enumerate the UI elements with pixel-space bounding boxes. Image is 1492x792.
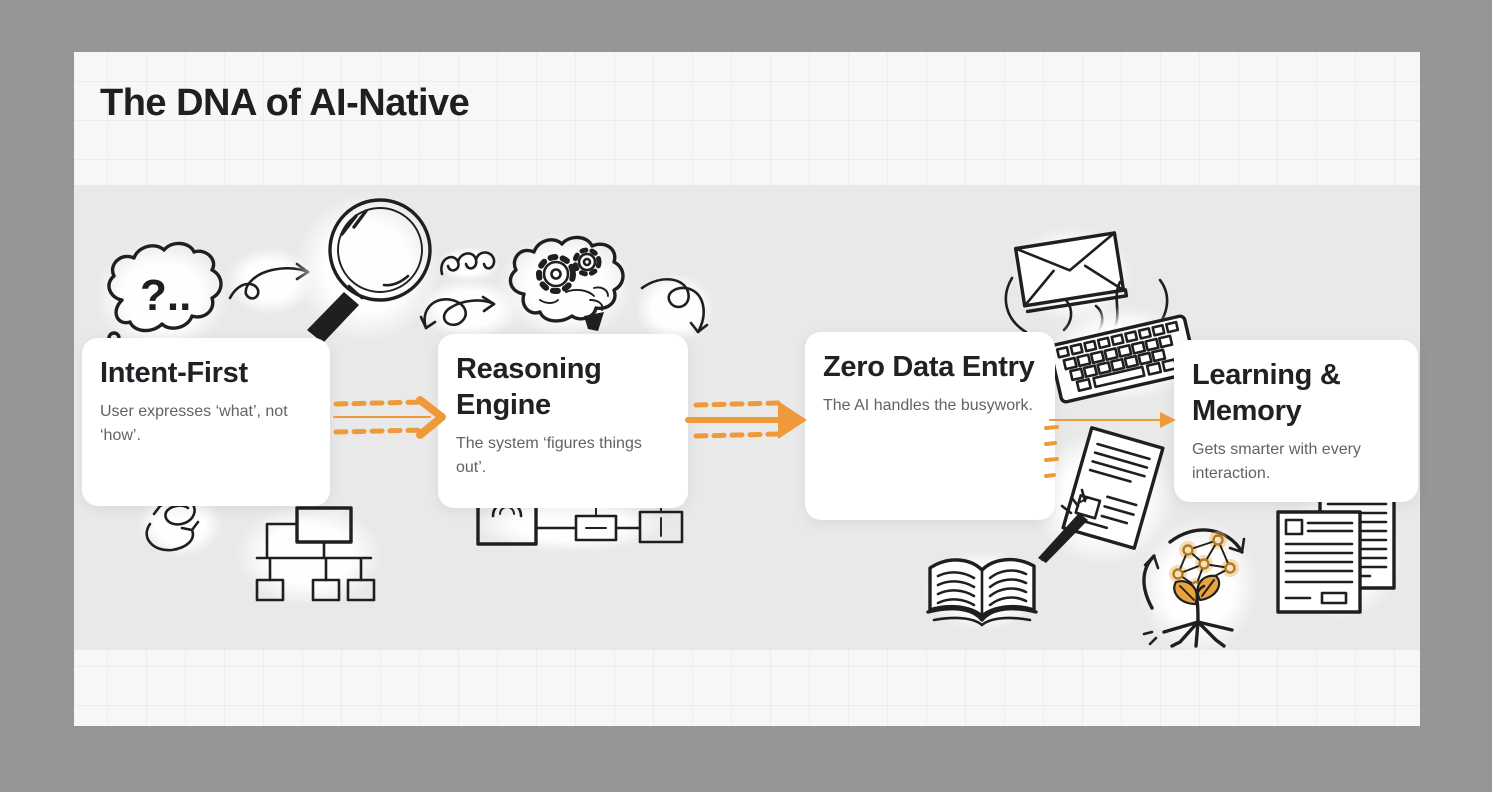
card-title: Intent-First <box>100 357 248 389</box>
flow-arrow-2-icon <box>685 397 808 443</box>
card-zero-data-entry: Zero Data Entry The AI handles the busyw… <box>805 332 1055 520</box>
sprout <box>1162 574 1234 648</box>
card-description: Gets smarter with every interaction. <box>1192 441 1361 482</box>
thought-cloud-icon: ?.. <box>92 238 232 353</box>
thought-cloud-text: ?.. <box>140 271 191 320</box>
card-title: Zero Data Entry <box>823 351 1035 383</box>
network-graph <box>1169 531 1239 594</box>
card-description: The system ‘figures things out’. <box>456 435 642 476</box>
spring-coil-icon <box>436 246 502 282</box>
card-intent-first: Intent-First User expresses ‘what’, not … <box>82 338 330 506</box>
card-title: Learning & Memory <box>1192 359 1341 427</box>
card-description: The AI handles the busywork. <box>823 397 1033 414</box>
growth-network-plant-icon <box>1136 516 1261 656</box>
flow-arrow-1-icon <box>332 394 446 440</box>
card-learning-memory: Learning & Memory Gets smarter with ever… <box>1174 340 1418 502</box>
page-title: The DNA of AI-Native <box>100 82 470 124</box>
card-title: Reasoning Engine <box>456 353 602 421</box>
loop-arrow-left-icon <box>416 278 522 340</box>
flow-arrow-3-icon <box>1049 407 1178 433</box>
loop-arrow-right-icon <box>634 272 716 344</box>
card-reasoning-engine: Reasoning Engine The system ‘figures thi… <box>438 334 688 508</box>
card-description: User expresses ‘what’, not ‘how’. <box>100 403 288 444</box>
document-stack-icon <box>1270 490 1406 622</box>
org-chart-icon <box>233 502 385 608</box>
flow-arrow-tail-dashes-icon <box>1042 424 1064 492</box>
open-book-icon <box>922 548 1042 633</box>
